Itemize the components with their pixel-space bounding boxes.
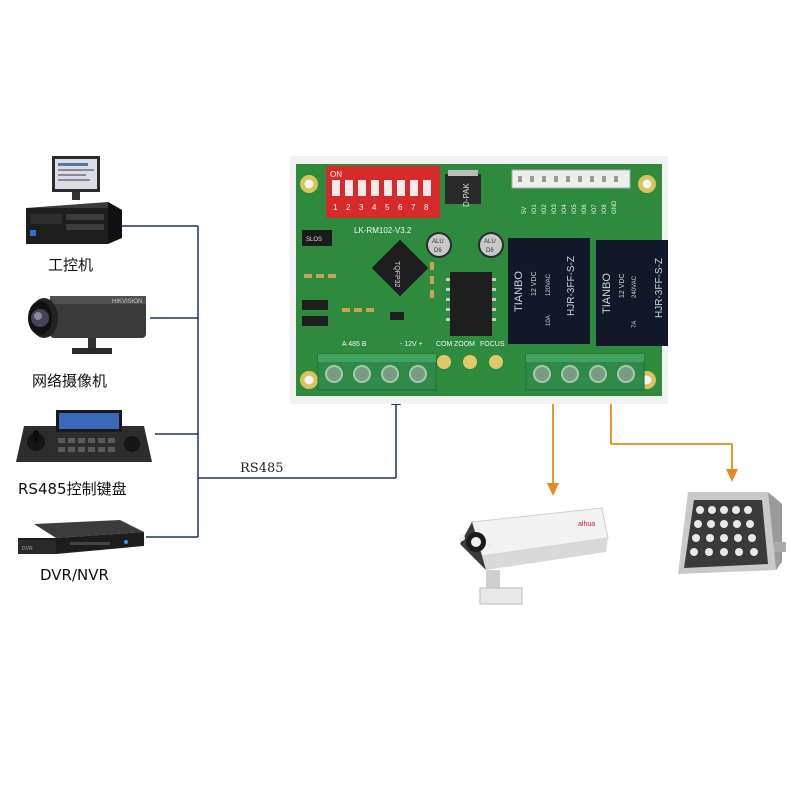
svg-text:- 12V +: - 12V +	[400, 341, 423, 348]
dip-number: 5	[385, 203, 390, 212]
light-arrow-head	[726, 469, 738, 482]
svg-text:10A: 10A	[546, 315, 552, 326]
io-label: IO8	[602, 204, 608, 214]
svg-text:alhua: alhua	[578, 521, 595, 528]
dip-switch	[326, 166, 440, 218]
capacitor-2: ALU D6	[478, 232, 504, 258]
io-labels: 5V IO1 IO2 IO3 IO4 IO5 IO6 IO7 IO8 GND	[522, 200, 618, 214]
svg-text:TIANBO: TIANBO	[513, 271, 525, 312]
dip-number: 3	[359, 203, 364, 212]
led-illuminator-image	[664, 486, 788, 590]
industrial-pc-image	[18, 150, 128, 248]
capacitor-1: ALU D6	[426, 232, 452, 258]
io-label: IO2	[542, 204, 548, 214]
device-label-dvr: DVR/NVR	[40, 566, 109, 584]
dvr-nvr-image: DVR	[16, 516, 146, 560]
svg-text:12 VDC: 12 VDC	[531, 271, 538, 296]
dip-number: 6	[398, 203, 403, 212]
svg-text:7A: 7A	[632, 321, 638, 328]
svg-text:COM: COM	[436, 341, 453, 348]
svg-text:DVR: DVR	[22, 546, 33, 552]
control-keyboard-image	[14, 406, 154, 468]
dip-on-label: ON	[330, 170, 342, 179]
svg-text:ALU: ALU	[484, 239, 496, 245]
bullet-camera-image: alhua	[452, 500, 612, 610]
svg-text:TQFP32: TQFP32	[393, 261, 400, 288]
device-label-camera: 网络摄像机	[32, 372, 108, 390]
svg-text:SLOS: SLOS	[306, 237, 322, 243]
io-header	[511, 169, 631, 189]
relay-2: TIANBO 12 VDC 7A 240VAC HJR-3FF-S-Z	[596, 240, 678, 346]
io-label: IO6	[582, 204, 588, 214]
svg-text:HJR-3FF-S-Z: HJR-3FF-S-Z	[566, 256, 577, 316]
svg-text:TIANBO: TIANBO	[601, 273, 613, 314]
svg-text:HIKVISION: HIKVISION	[112, 299, 142, 305]
terminal-block-right	[525, 353, 645, 391]
network-camera-image: HIKVISION	[10, 288, 150, 360]
svg-text:FOCUS: FOCUS	[480, 341, 505, 348]
dip-number: 8	[424, 203, 429, 212]
svg-text:240VAC: 240VAC	[632, 275, 638, 298]
svg-text:ZOOM: ZOOM	[454, 341, 475, 348]
relay-1: TIANBO 12 VDC 10A 120VAC HJR-3FF-S-Z	[508, 238, 590, 344]
svg-text:D6: D6	[486, 248, 494, 254]
terminal-block-left	[317, 353, 437, 391]
svg-text:12 VDC: 12 VDC	[619, 273, 626, 298]
io-label: IO1	[532, 204, 538, 214]
camera-arrow-head	[547, 483, 559, 496]
dpak-regulator	[445, 174, 481, 204]
io-label: IO4	[562, 204, 568, 214]
board-model: LK-RM102-V3.2	[354, 226, 412, 235]
dip-number: 4	[372, 203, 377, 212]
device-label-keyboard: RS485控制键盘	[18, 480, 127, 498]
io-label: GND	[612, 200, 618, 214]
io-label: IO3	[552, 204, 558, 214]
io-label: 5V	[522, 207, 528, 214]
io-label: IO7	[592, 204, 598, 214]
svg-text:HJR-3FF-S-Z: HJR-3FF-S-Z	[654, 258, 665, 318]
rs485-bus-label: RS485	[240, 461, 284, 476]
device-label-ipc: 工控机	[48, 256, 94, 274]
dip-number: 7	[411, 203, 416, 212]
io-label: IO5	[572, 204, 578, 214]
svg-text:ALU: ALU	[432, 239, 444, 245]
svg-text:D6: D6	[434, 248, 442, 254]
pcb-board: ON 1 2 3 4 5 6 7 8 D-PAK LK-RM102-V3.2 S…	[290, 156, 678, 404]
dip-number: 2	[346, 203, 351, 212]
dip-number: 1	[333, 203, 338, 212]
dip-numbers: 1 2 3 4 5 6 7 8	[333, 203, 429, 212]
svg-text:A 485 B: A 485 B	[342, 341, 367, 348]
svg-text:D-PAK: D-PAK	[462, 182, 471, 207]
svg-text:120VAC: 120VAC	[546, 273, 552, 296]
